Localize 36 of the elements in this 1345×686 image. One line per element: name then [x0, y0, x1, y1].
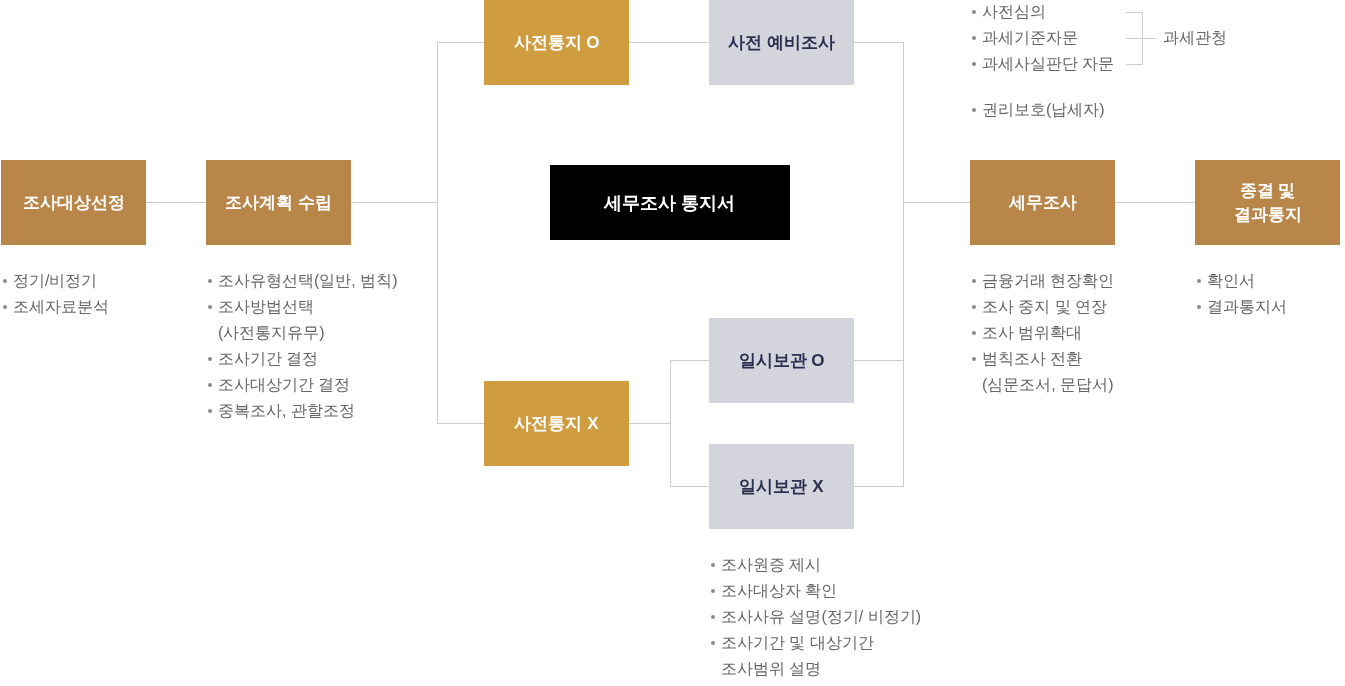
list-item: 정기/비정기 [13, 271, 98, 291]
list-item: 조사원증 제시 [721, 555, 822, 575]
connector-line [628, 42, 710, 43]
process-box: 조사대상선정 [1, 160, 146, 245]
process-box: 세무조사 [970, 160, 1115, 245]
list-item: 금융거래 현장확인 [982, 271, 1115, 291]
list-item: 조사기간 및 대상기간 조사범위 설명 [721, 633, 874, 679]
connector-line [1114, 202, 1196, 203]
list-item: 범칙조사 전환 (심문조서, 문답서) [982, 349, 1114, 395]
list-item: 확인서 [1207, 271, 1255, 291]
process-box: 사전 예비조사 [709, 0, 854, 85]
list-item: 조세자료분석 [13, 297, 109, 317]
connector-line [628, 423, 710, 487]
list-item: 결과통지서 [1207, 297, 1287, 317]
process-box: 사전통지 O [484, 0, 629, 85]
list-item: 조사기간 결정 [218, 349, 319, 369]
list-item: 조사방법선택 (사전통지유무) [218, 297, 325, 343]
list-item: 조사사유 설명(정기/ 비정기) [721, 607, 921, 627]
list-item: 권리보호(납세자) [982, 100, 1105, 120]
process-box: 일시보관 O [709, 318, 854, 403]
process-box: 종결 및 결과통지 [1195, 160, 1340, 245]
process-box: 사전통지 X [484, 381, 629, 466]
list-item: 과세사실판단 자문 [982, 54, 1115, 74]
list-item: 조사유형선택(일반, 범칙) [218, 271, 398, 291]
notice-box: 세무조사 통지서 [550, 165, 790, 240]
list-item: 사전심의 [982, 2, 1046, 22]
list-item: 조사대상자 확인 [721, 581, 838, 601]
group-label: 과세관청 [1163, 28, 1227, 48]
list-item: 조사 중지 및 연장 [982, 297, 1108, 317]
connector-line [145, 202, 207, 203]
list-item: 조사대상기간 결정 [218, 375, 351, 395]
list-item: 중복조사, 관할조정 [218, 401, 355, 421]
list-item: 과세기준자문 [982, 28, 1078, 48]
process-box: 일시보관 X [709, 444, 854, 529]
process-box: 조사계획 수립 [206, 160, 351, 245]
list-item: 조사 범위확대 [982, 323, 1083, 343]
